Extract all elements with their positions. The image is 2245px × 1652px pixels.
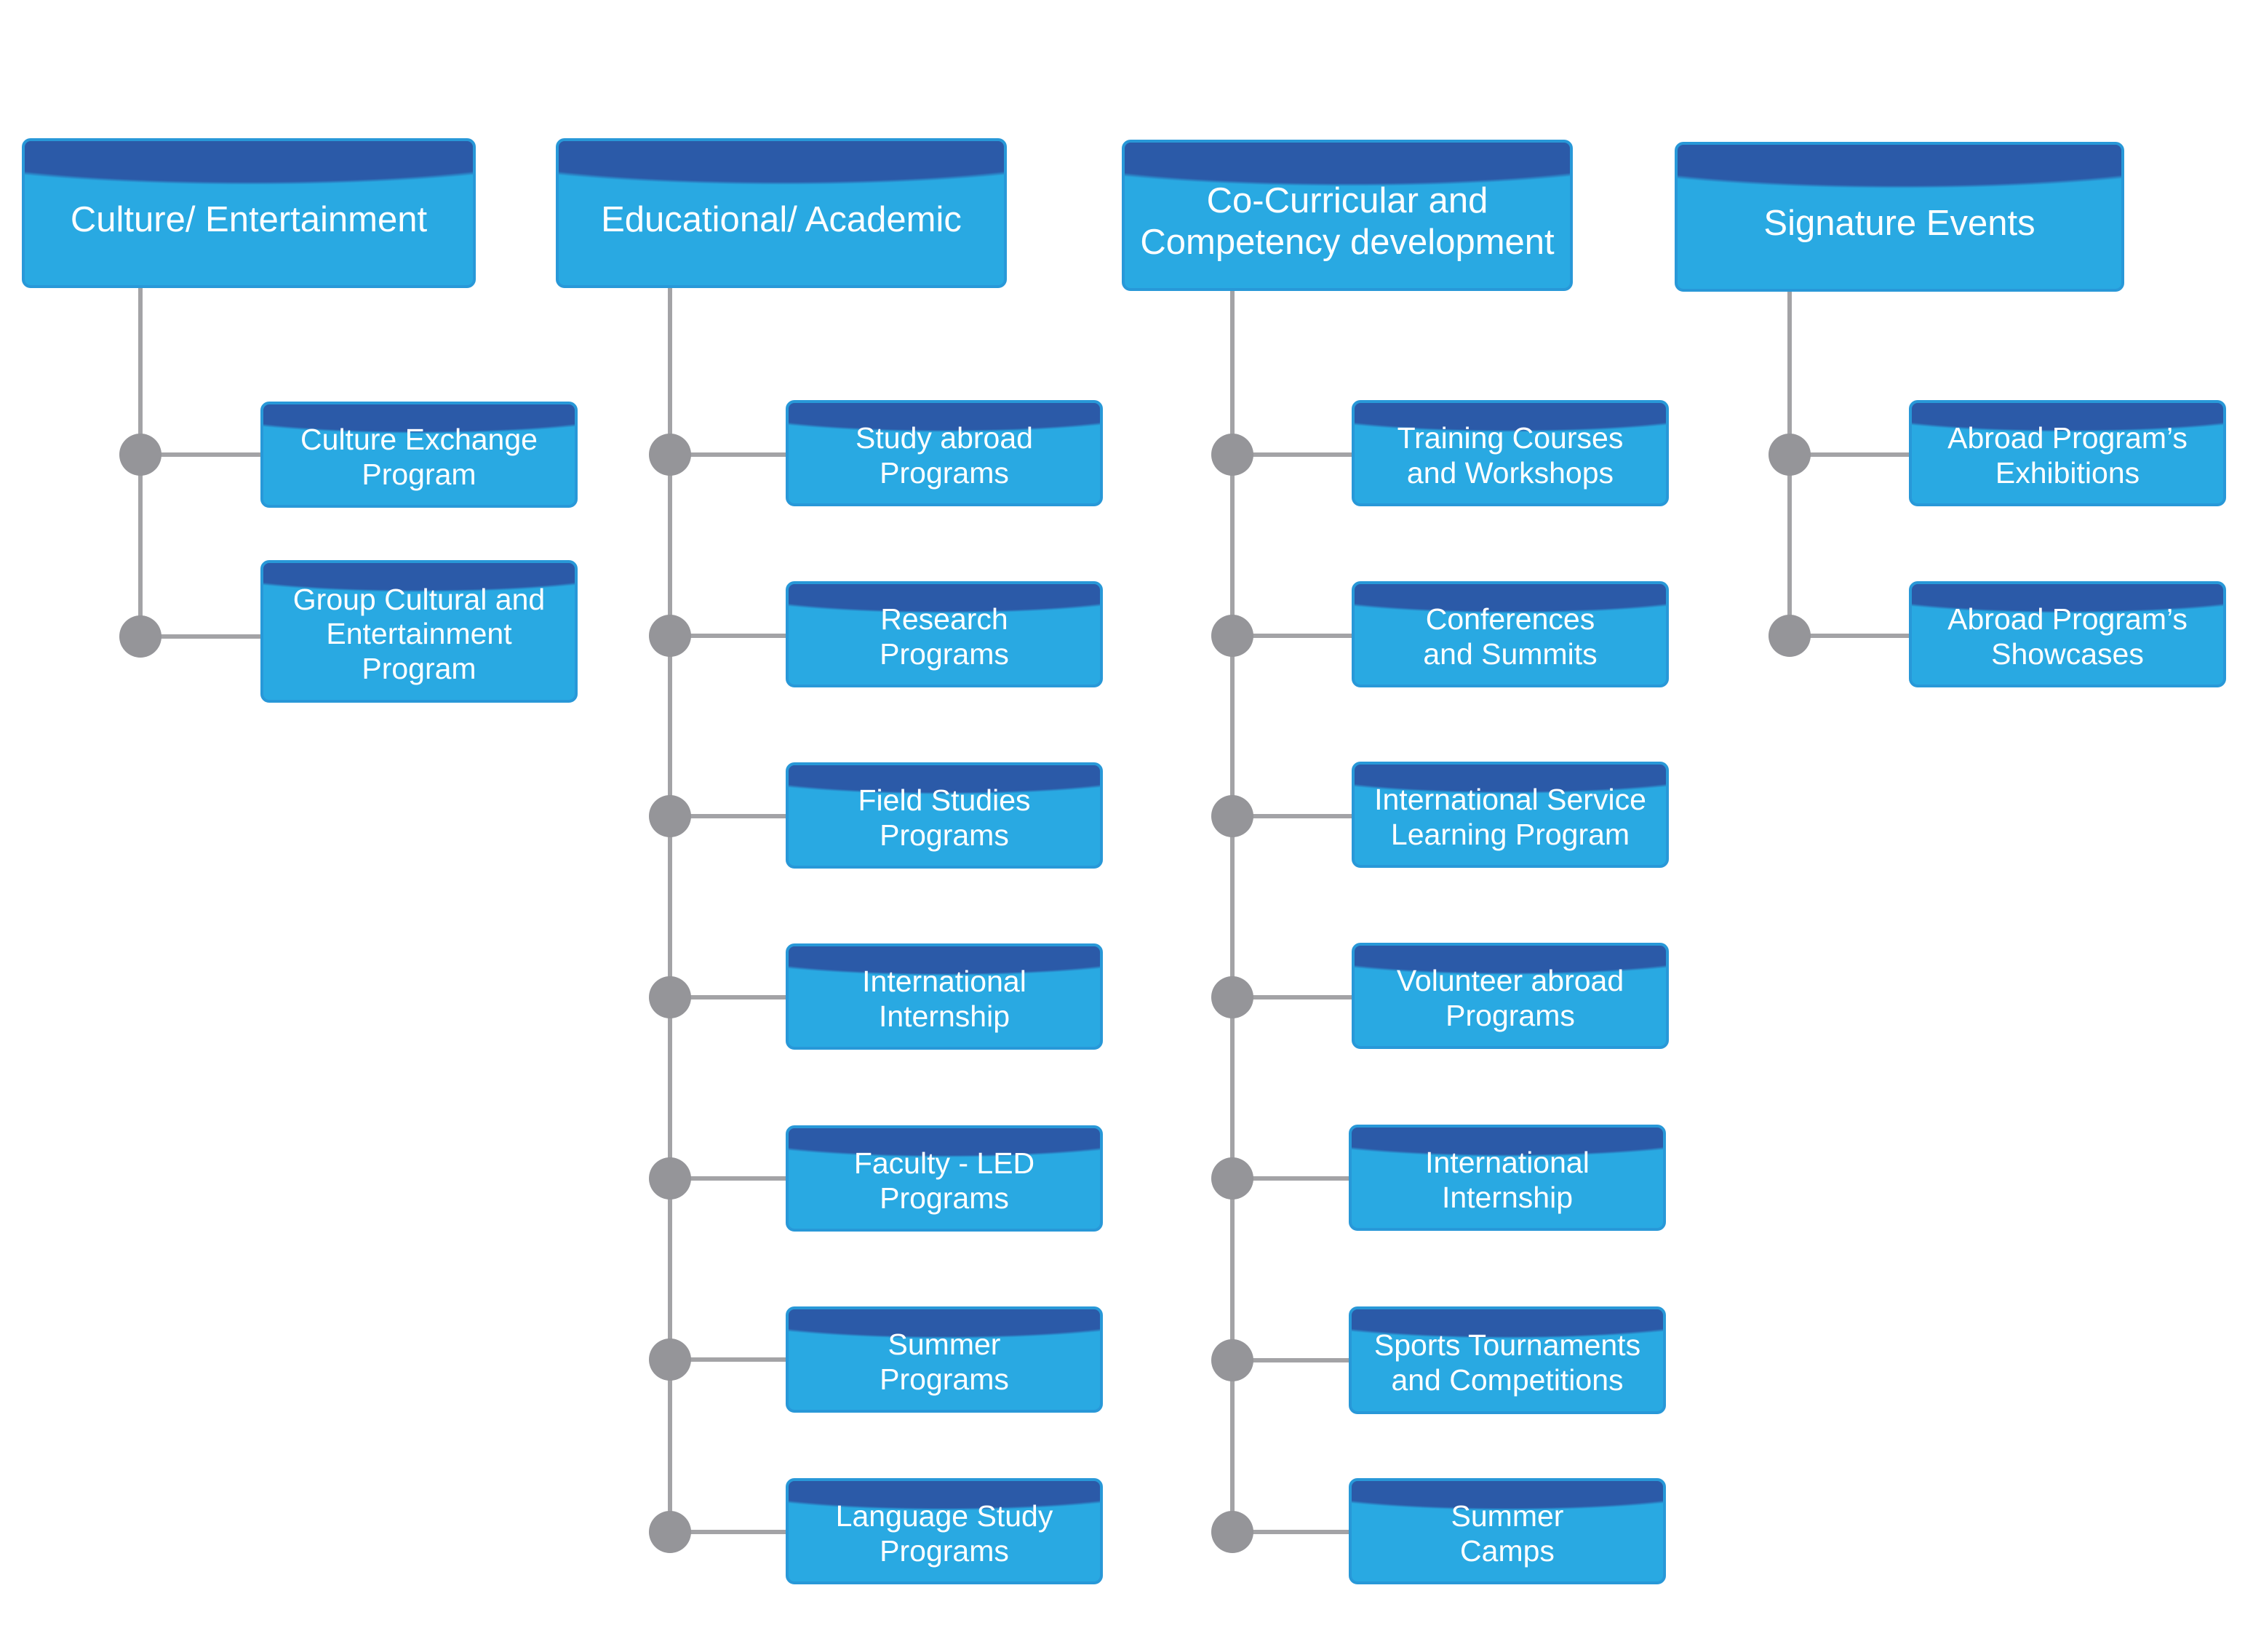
- node-international-internship-2: International Internship: [1349, 1125, 1666, 1231]
- connector-node: [649, 795, 691, 837]
- connector-node: [119, 434, 162, 476]
- node-sports-tournaments: Sports Tournaments and Competitions: [1349, 1306, 1666, 1414]
- node-group-cultural-program: Group Cultural and Entertainment Program: [260, 560, 578, 703]
- connector-branch: [140, 634, 264, 639]
- node-summer-camps: Summer Camps: [1349, 1478, 1666, 1584]
- connector-branch: [670, 1357, 794, 1362]
- connector-node: [1211, 1157, 1253, 1200]
- connector-branch: [670, 1176, 794, 1181]
- column-header-educational: Educational/ Academic: [556, 138, 1007, 288]
- node-abroad-exhibitions: Abroad Program’s Exhibitions: [1909, 400, 2226, 506]
- connector-branch: [1232, 634, 1356, 638]
- node-international-service-learning: International Service Learning Program: [1352, 762, 1669, 868]
- connector-trunk: [1230, 289, 1235, 1533]
- connector-node: [1211, 615, 1253, 657]
- node-summer-programs: Summer Programs: [786, 1306, 1103, 1413]
- connector-branch: [1790, 452, 1913, 457]
- connector-node: [1211, 434, 1253, 476]
- node-faculty-led-programs: Faculty - LED Programs: [786, 1125, 1103, 1232]
- connector-branch: [670, 452, 794, 457]
- connector-branch: [1232, 995, 1356, 999]
- connector-branch: [1232, 1176, 1356, 1181]
- connector-node: [1211, 1339, 1253, 1381]
- connector-branch: [1232, 1358, 1356, 1362]
- connector-node: [649, 1511, 691, 1553]
- connector-branch: [1232, 814, 1356, 818]
- connector-node: [1211, 1511, 1253, 1553]
- node-study-abroad-programs: Study abroad Programs: [786, 400, 1103, 506]
- connector-node: [1211, 795, 1253, 837]
- node-training-courses: Training Courses and Workshops: [1352, 400, 1669, 506]
- connector-node: [1769, 615, 1811, 657]
- connector-branch: [670, 995, 794, 999]
- connector-branch: [1232, 452, 1356, 457]
- node-culture-exchange-program: Culture Exchange Program: [260, 402, 578, 508]
- connector-node: [119, 615, 162, 658]
- node-research-programs: Research Programs: [786, 581, 1103, 687]
- column-header-culture: Culture/ Entertainment: [22, 138, 476, 288]
- connector-node: [649, 434, 691, 476]
- connector-node: [649, 1338, 691, 1381]
- connector-branch: [670, 634, 794, 638]
- connector-branch: [1790, 634, 1913, 638]
- connector-node: [649, 615, 691, 657]
- connector-node: [1211, 976, 1253, 1018]
- connector-branch: [670, 814, 794, 818]
- connector-node: [649, 976, 691, 1018]
- node-international-internship: International Internship: [786, 943, 1103, 1050]
- node-conferences-summits: Conferences and Summits: [1352, 581, 1669, 687]
- connector-branch: [140, 452, 264, 457]
- node-language-study-programs: Language Study Programs: [786, 1478, 1103, 1584]
- node-volunteer-abroad-programs: Volunteer abroad Programs: [1352, 943, 1669, 1049]
- connector-trunk: [668, 287, 672, 1533]
- connector-node: [649, 1157, 691, 1200]
- node-abroad-showcases: Abroad Program’s Showcases: [1909, 581, 2226, 687]
- connector-branch: [670, 1530, 794, 1534]
- column-header-cocurricular: Co-Curricular and Competency development: [1122, 140, 1573, 291]
- column-header-signature: Signature Events: [1675, 142, 2124, 292]
- node-field-studies-programs: Field Studies Programs: [786, 762, 1103, 869]
- connector-branch: [1232, 1530, 1356, 1534]
- connector-node: [1769, 434, 1811, 476]
